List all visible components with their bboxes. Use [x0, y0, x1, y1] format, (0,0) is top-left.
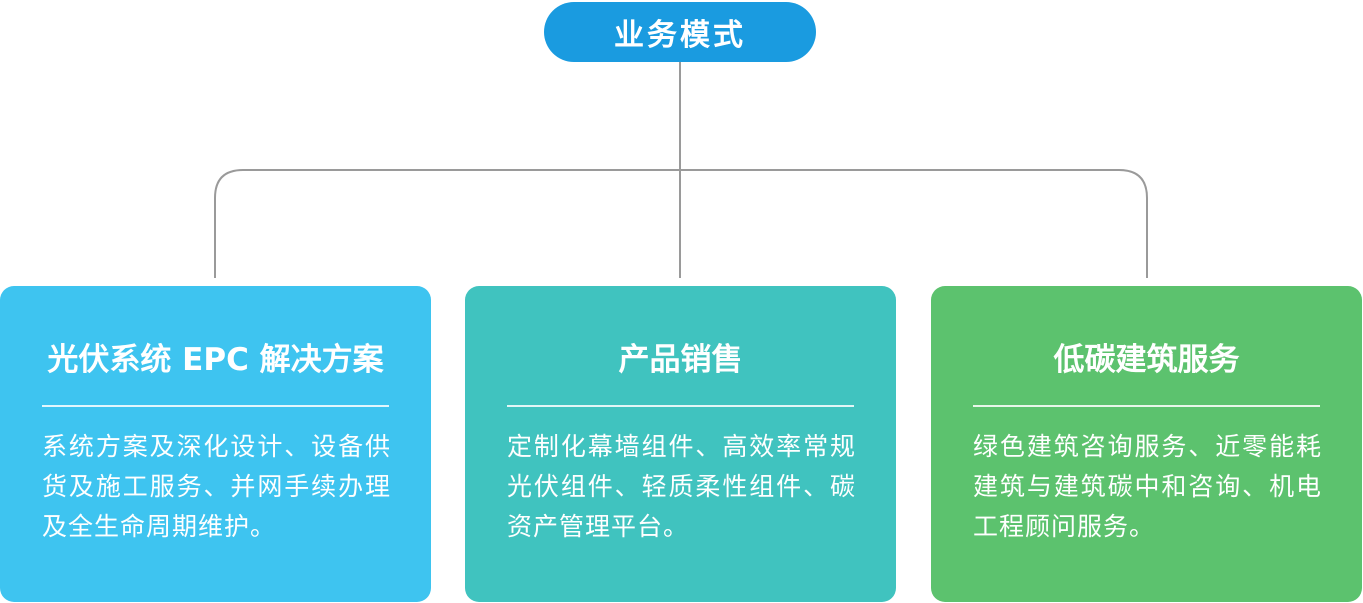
card-product-sales: 产品销售 定制化幕墙组件、高效率常规光伏组件、轻质柔性组件、碳资产管理平台。 [465, 286, 896, 602]
card-pv-epc-solution: 光伏系统 EPC 解决方案 系统方案及深化设计、设备供货及施工服务、并网手续办理… [0, 286, 431, 602]
card-divider [42, 405, 389, 407]
card-divider [973, 405, 1320, 407]
branch-line [214, 169, 1148, 278]
root-node-label: 业务模式 [614, 18, 746, 53]
card-body: 绿色建筑咨询服务、近零能耗建筑与建筑碳中和咨询、机电工程顾问服务。 [973, 432, 1322, 541]
card-low-carbon-building-services: 低碳建筑服务 绿色建筑咨询服务、近零能耗建筑与建筑碳中和咨询、机电工程顾问服务。 [931, 286, 1362, 602]
card-body: 系统方案及深化设计、设备供货及施工服务、并网手续办理及全生命周期维护。 [42, 432, 391, 541]
card-title: 低碳建筑服务 [1053, 342, 1240, 378]
card-body: 定制化幕墙组件、高效率常规光伏组件、轻质柔性组件、碳资产管理平台。 [507, 432, 856, 541]
card-title: 产品销售 [618, 342, 743, 378]
card-divider [507, 405, 854, 407]
root-node-business-model: 业务模式 [544, 2, 816, 62]
card-title: 光伏系统 EPC 解决方案 [47, 342, 384, 378]
